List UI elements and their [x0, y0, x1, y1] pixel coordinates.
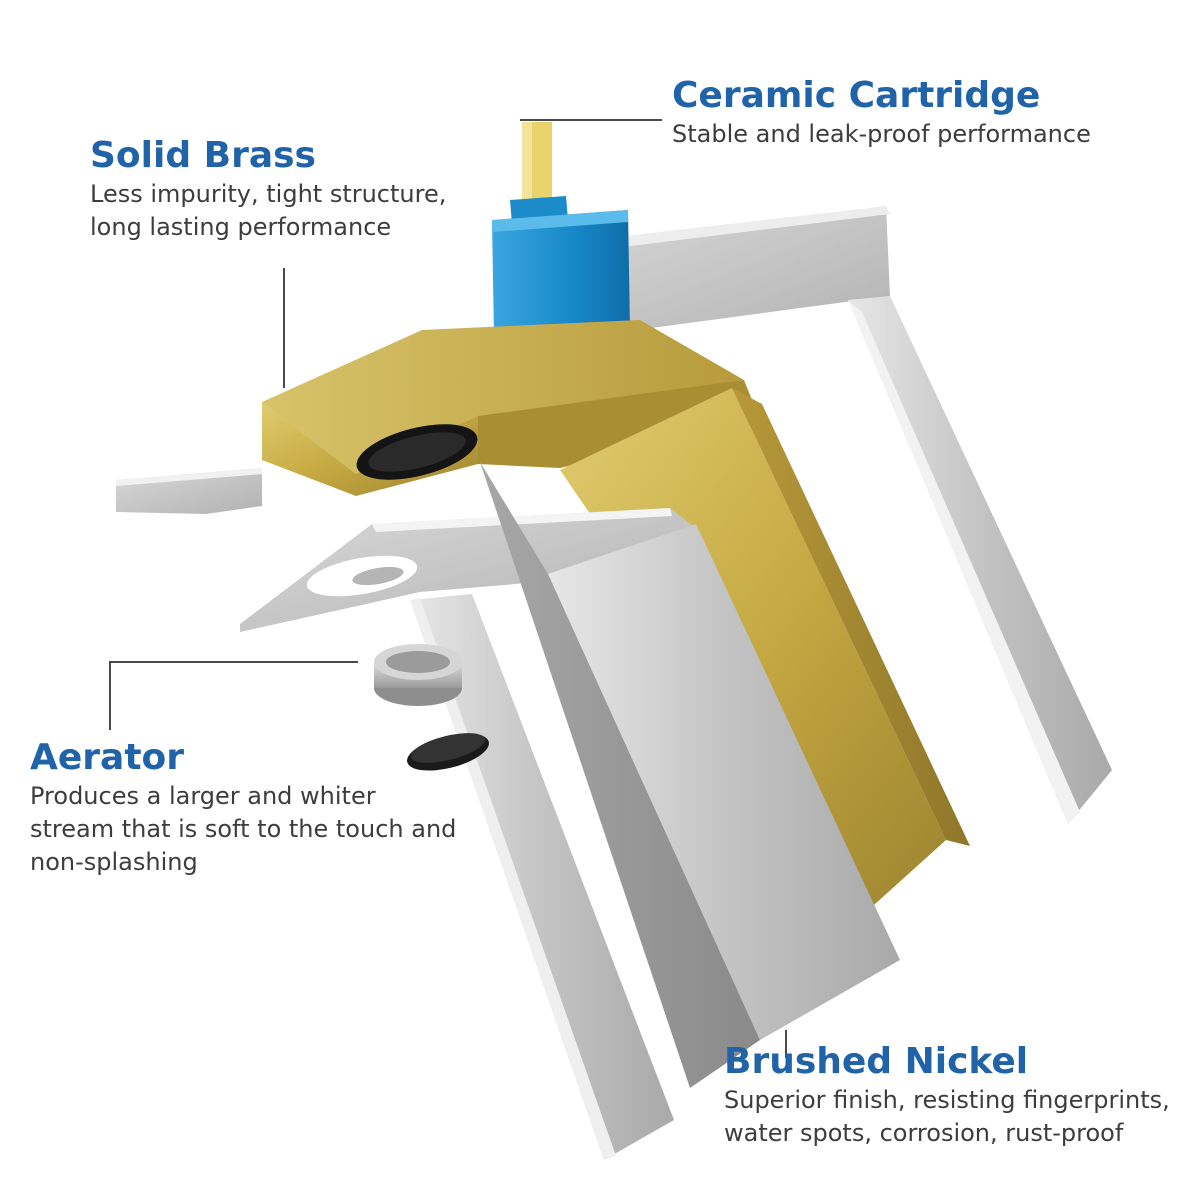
callout-description-line: Superior finish, resisting fingerprints, [724, 1086, 1170, 1114]
aerator-mesh [407, 733, 489, 771]
callout-solid-brass: Solid Brass Less impurity, tight structu… [90, 134, 510, 244]
callout-ceramic-cartridge: Ceramic Cartridge Stable and leak-proof … [672, 74, 1172, 151]
callout-title: Solid Brass [90, 135, 316, 176]
callout-title: Brushed Nickel [724, 1041, 1029, 1082]
callout-title: Ceramic Cartridge [672, 75, 1041, 116]
callout-description-line: stream that is soft to the touch and [30, 815, 457, 843]
callout-description-line: non-splashing [30, 848, 198, 876]
handle-shell-rear [556, 206, 1112, 824]
callout-title: Aerator [30, 737, 185, 778]
callout-lines [109, 119, 787, 1058]
callout-description-line: Less impurity, tight structure, [90, 180, 447, 208]
aerator-leader-line [109, 661, 358, 730]
callout-description: Stable and leak-proof performance [672, 120, 1091, 148]
callout-brushed-nickel: Brushed Nickel Superior finish, resistin… [724, 1040, 1194, 1150]
callout-description-line: Produces a larger and whiter [30, 782, 376, 810]
callout-description-line: water spots, corrosion, rust-proof [724, 1119, 1124, 1147]
callout-description-line: long lasting performance [90, 213, 392, 241]
callout-aerator: Aerator Produces a larger and whiter str… [30, 736, 500, 879]
aerator-ring [374, 644, 462, 706]
